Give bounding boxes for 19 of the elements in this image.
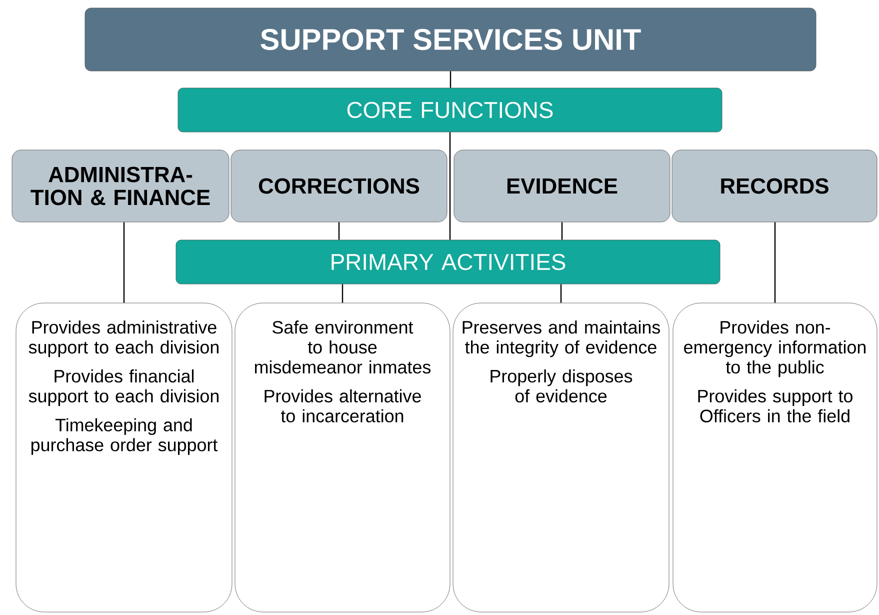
connector-line	[774, 222, 776, 303]
activity-box: Provides administrative support to each division Provides financial support to each division Timekeeping and purchase order support	[16, 302, 232, 612]
connector-line	[123, 222, 125, 303]
connector-line	[450, 71, 452, 88]
connector-line	[561, 222, 563, 240]
category-box: EVIDENCE	[454, 150, 670, 222]
activity-box: Provides non-emergency information to the public Provides support to Officers in the field	[672, 302, 878, 612]
connector-line	[449, 132, 451, 240]
activity-box: Safe environment to house misdemeanor inmates Provides alternative to incarceration	[234, 302, 450, 612]
section-banner: PRIMARY ACTIVITIES	[176, 240, 720, 284]
section-banner: CORE FUNCTIONS	[178, 88, 722, 132]
category-box: RECORDS	[672, 150, 878, 222]
connector-line	[560, 284, 562, 303]
connector-line	[338, 222, 340, 240]
activity-box: Preserves and maintains the integrity of evidence Properly disposes of evidence	[452, 302, 670, 612]
title-bar: SUPPORT SERVICES UNIT	[84, 8, 816, 72]
category-box: CORRECTIONS	[230, 150, 448, 222]
connector-line	[342, 284, 344, 303]
category-box: ADMINISTRA-TION & FINANCE	[12, 150, 230, 222]
